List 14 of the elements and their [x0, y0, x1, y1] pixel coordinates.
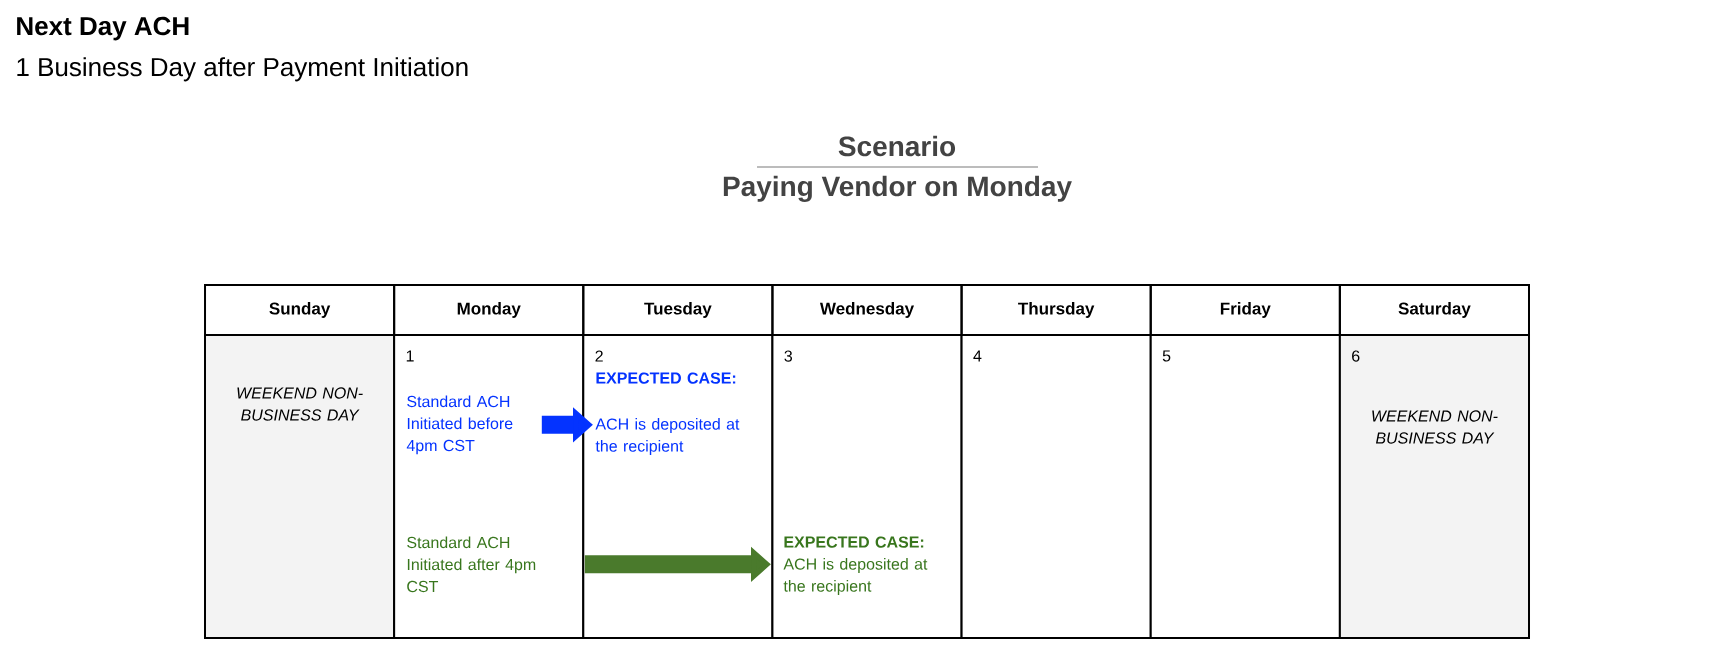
label: WEEKEND NON-BUSINESS DAY [1372, 410, 1498, 444]
subtitle: 1 Business Day after Payment Initiation [17, 57, 468, 82]
day-cell: WEEKEND NON-BUSINESS DAY [204, 334, 396, 639]
note-text: Standard ACH Initiated after 4pm CST [407, 536, 536, 593]
label: 6 [1352, 350, 1360, 362]
day-cell: 6 WEEKEND NON-BUSINESS DAY [1338, 334, 1530, 639]
day-cell: 4 [960, 334, 1152, 639]
day-cell: 5 [1149, 334, 1341, 639]
note-text: EXPECTED CASE: ACH is deposited at the recipient [595, 372, 740, 455]
note-text: EXPECTED CASE: ACH is deposited at the recipient [783, 536, 928, 595]
title: Next Day ACH [17, 16, 189, 41]
note-text: Standard ACH Initiated before 4pm CST [406, 395, 513, 455]
scenario-heading: Paying Vendor on Monday [723, 175, 1072, 202]
scenario-heading: Scenario [838, 135, 956, 157]
